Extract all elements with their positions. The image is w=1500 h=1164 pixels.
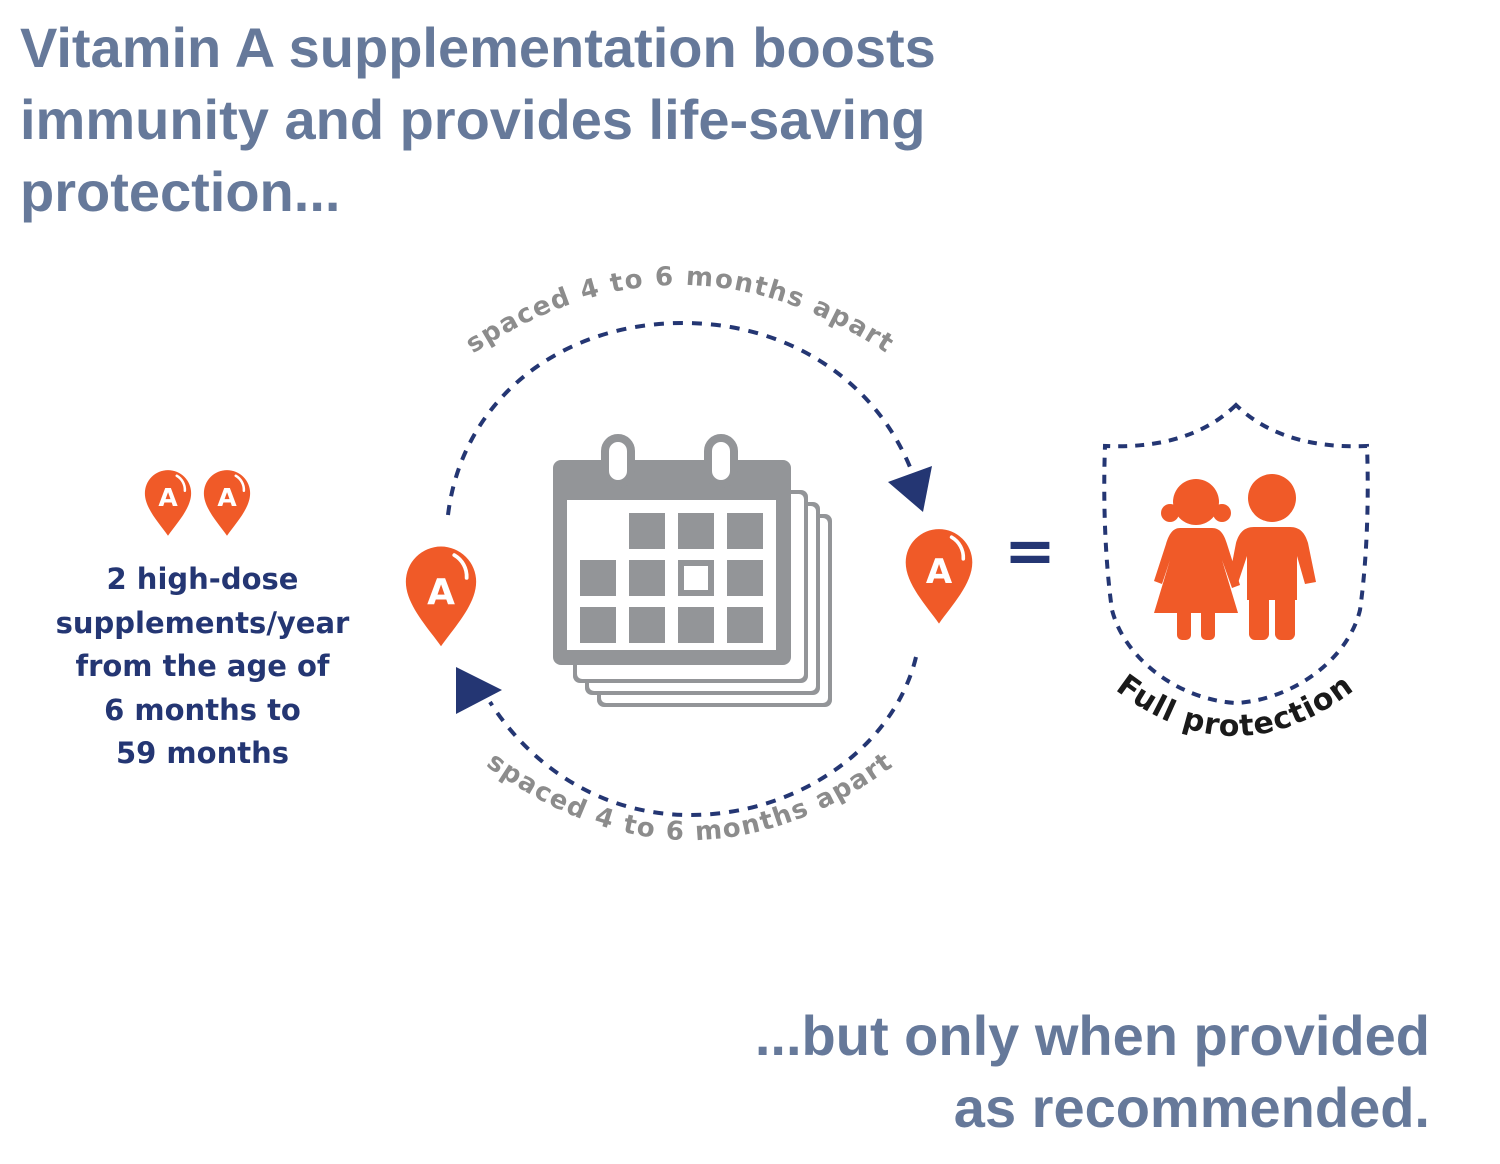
headline: Vitamin A supplementation boosts immunit… bbox=[20, 12, 1070, 228]
arrowhead-icon-top bbox=[888, 466, 932, 512]
cycle-start-pin-icon: A bbox=[406, 547, 476, 647]
dose-line-5: 59 months bbox=[115, 736, 289, 770]
footer-message: ...but only when provided as recommended… bbox=[630, 1000, 1430, 1144]
calendar-stack-icon bbox=[553, 434, 832, 707]
bottom-dashed-arc bbox=[488, 656, 918, 818]
small-pin-icon-1: A bbox=[143, 468, 193, 538]
shield-icon bbox=[1102, 402, 1370, 706]
dose-line-4: 6 months to bbox=[104, 692, 301, 727]
cycle-end-pin-icon: A bbox=[906, 529, 973, 624]
top-arc-label: spaced 4 to 6 months apart bbox=[460, 262, 899, 360]
headline-line-1: Vitamin A supplementation boosts bbox=[20, 16, 936, 79]
small-pin-letter-2: A bbox=[217, 483, 237, 512]
bottom-arc-label: spaced 4 to 6 months apart bbox=[481, 747, 898, 848]
dose-description: 2 high-dose supplements/year from the ag… bbox=[20, 558, 385, 776]
small-pin-icon-2: A bbox=[202, 468, 252, 538]
small-pin-letter-1: A bbox=[158, 483, 178, 512]
dose-line-3: from the age of bbox=[75, 649, 330, 683]
cycle-end-pin-letter: A bbox=[926, 552, 953, 592]
dose-line-1: 2 high-dose bbox=[106, 562, 299, 596]
footer-line-1: ...but only when provided bbox=[754, 1004, 1430, 1067]
top-dashed-arc bbox=[446, 320, 914, 516]
footer-line-2: as recommended. bbox=[953, 1076, 1430, 1139]
equals-sign: = bbox=[1004, 514, 1056, 587]
cycle-start-pin-letter: A bbox=[427, 572, 455, 613]
children-icon bbox=[1154, 474, 1316, 640]
dose-line-2: supplements/year bbox=[55, 605, 350, 640]
calendar-highlighted-day bbox=[684, 566, 708, 590]
arrowhead-icon-bottom bbox=[456, 667, 502, 714]
full-protection-caption: Full protection bbox=[1110, 668, 1360, 745]
headline-line-3: protection... bbox=[20, 160, 341, 223]
headline-line-2: immunity and provides life-saving bbox=[20, 88, 926, 151]
